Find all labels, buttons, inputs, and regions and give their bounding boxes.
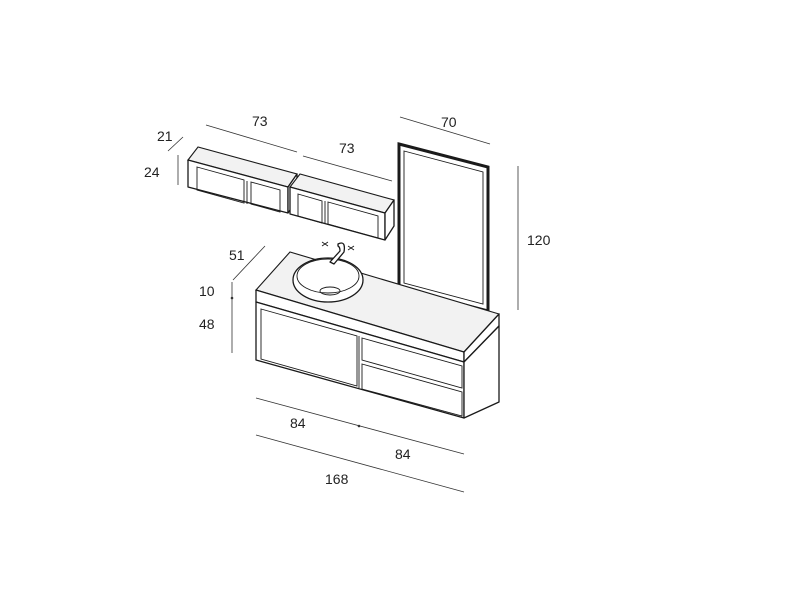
dimension-lines [167,116,519,493]
label-mirror-height: 120 [527,232,551,248]
label-shelf-depth: 21 [157,128,173,144]
wall-shelf-right [289,173,395,241]
basin [292,257,364,303]
faucet [321,241,355,265]
vanity-cabinet [255,301,500,419]
label-vanity-depth: 51 [229,247,245,263]
label-mirror-width: 70 [441,114,457,130]
label-cabinet-height: 48 [199,316,215,332]
wall-shelf-left [187,146,298,214]
mirror [397,142,490,313]
label-shelf-right-width: 73 [339,140,355,156]
label-shelf-left-width: 73 [252,113,268,129]
label-total-width: 168 [325,471,349,487]
label-cabinet-left-width: 84 [290,415,306,431]
label-top-thickness: 10 [199,283,215,299]
label-cabinet-right-width: 84 [395,446,411,462]
dimension-labels: 21 24 73 73 70 120 51 10 48 84 84 168 [144,113,551,487]
label-shelf-height: 24 [144,164,160,180]
